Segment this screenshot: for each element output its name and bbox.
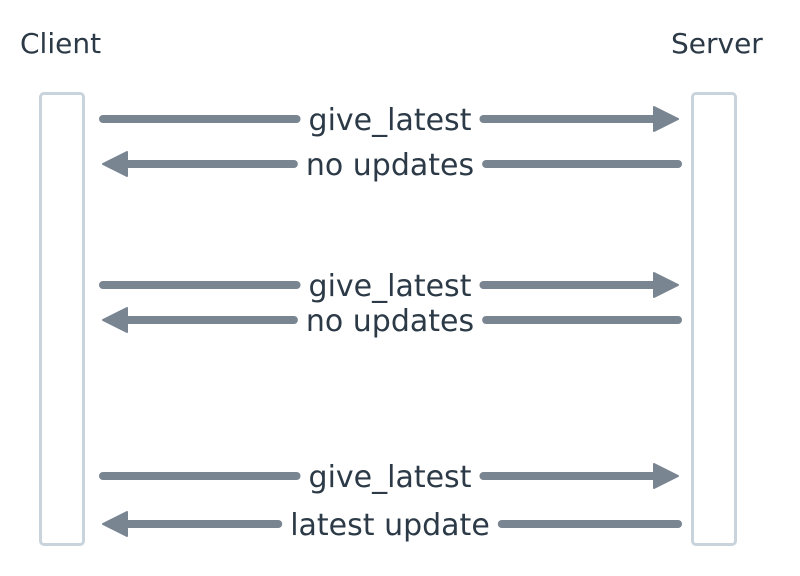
client-lifeline xyxy=(39,92,85,546)
server-lifeline xyxy=(691,92,737,546)
message-label: no updates xyxy=(306,148,474,183)
message-4: no updates xyxy=(102,304,682,339)
arrowhead-icon xyxy=(102,151,128,177)
client-label: Client xyxy=(20,27,102,60)
message-label: give_latest xyxy=(309,269,472,304)
message-6: latest update xyxy=(102,508,682,543)
arrowhead-icon xyxy=(102,307,128,333)
message-5: give_latest xyxy=(99,460,679,495)
message-2: no updates xyxy=(102,148,682,183)
arrowhead-icon xyxy=(102,511,128,537)
message-label: give_latest xyxy=(309,103,472,138)
message-1: give_latest xyxy=(99,103,679,138)
arrowhead-icon xyxy=(653,463,679,489)
server-label: Server xyxy=(671,27,763,60)
message-label: give_latest xyxy=(309,460,472,495)
message-label: no updates xyxy=(306,304,474,339)
message-label: latest update xyxy=(290,508,490,543)
arrowhead-icon xyxy=(653,272,679,298)
message-3: give_latest xyxy=(99,269,679,304)
arrowhead-icon xyxy=(653,106,679,132)
